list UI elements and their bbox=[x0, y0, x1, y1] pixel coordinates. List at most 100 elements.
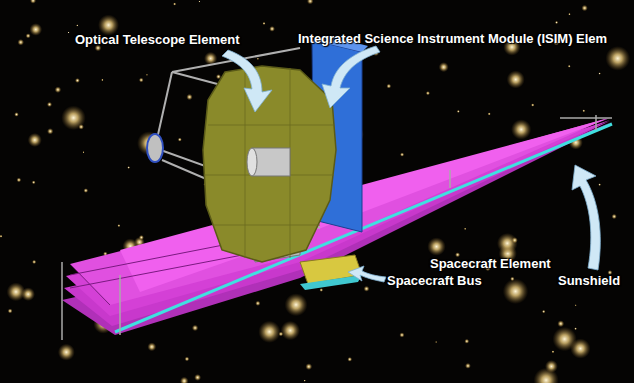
part-label: Optical Telescope Element bbox=[75, 32, 239, 47]
galaxy bbox=[21, 287, 35, 301]
galaxy bbox=[127, 166, 130, 169]
galaxy bbox=[488, 112, 491, 115]
galaxy bbox=[545, 360, 558, 373]
galaxy bbox=[574, 327, 577, 330]
galaxy bbox=[304, 379, 306, 381]
galaxy bbox=[269, 26, 275, 32]
galaxy bbox=[194, 374, 201, 381]
galaxy bbox=[186, 94, 192, 100]
mirror-segments bbox=[204, 68, 334, 258]
galaxy bbox=[605, 46, 630, 71]
galaxy bbox=[14, 112, 19, 117]
galaxy bbox=[598, 72, 601, 75]
galaxy bbox=[426, 91, 430, 95]
galaxy bbox=[598, 183, 601, 186]
galaxy bbox=[465, 363, 471, 369]
galaxy bbox=[47, 128, 53, 134]
galaxy bbox=[58, 344, 75, 361]
primary-mirror bbox=[203, 66, 336, 262]
part-label: Spacecraft Bus bbox=[387, 273, 482, 288]
secondary-mirror bbox=[147, 134, 163, 162]
galaxy bbox=[255, 301, 260, 306]
segment-line bbox=[208, 125, 334, 126]
galaxy bbox=[117, 224, 120, 227]
galaxy bbox=[178, 138, 182, 142]
galaxy bbox=[439, 62, 449, 72]
callout-arrow bbox=[572, 165, 600, 270]
galaxy bbox=[497, 233, 518, 254]
galaxy bbox=[28, 133, 42, 147]
segment-line bbox=[245, 68, 246, 258]
boom bbox=[61, 262, 63, 340]
galaxy bbox=[305, 363, 312, 370]
galaxy bbox=[262, 22, 265, 25]
galaxy bbox=[307, 0, 314, 4]
galaxy bbox=[386, 84, 391, 89]
part-label: Spacecraft Element bbox=[430, 256, 551, 271]
galaxy bbox=[32, 260, 36, 264]
galaxy bbox=[507, 70, 525, 88]
sunshield-top bbox=[120, 118, 610, 292]
galaxy bbox=[75, 78, 80, 83]
galaxy bbox=[581, 5, 588, 12]
galaxy bbox=[76, 24, 78, 26]
galaxy bbox=[83, 188, 88, 193]
galaxy bbox=[139, 235, 144, 240]
galaxy bbox=[47, 102, 52, 107]
galaxy bbox=[570, 338, 590, 358]
sunshield-pallet bbox=[115, 124, 612, 332]
callout-arrow bbox=[348, 266, 386, 282]
segment-line bbox=[212, 225, 320, 226]
galaxy bbox=[512, 237, 518, 243]
galaxy bbox=[531, 103, 535, 107]
galaxy bbox=[139, 78, 144, 83]
aft-optics bbox=[252, 148, 290, 176]
galaxy bbox=[78, 124, 84, 130]
aft-optics-end bbox=[247, 148, 257, 176]
galaxy bbox=[83, 151, 85, 153]
galaxy bbox=[435, 341, 437, 343]
galaxy bbox=[457, 110, 460, 113]
boom bbox=[449, 170, 451, 188]
part-label: Integrated Science Instrument Module (IS… bbox=[298, 31, 607, 46]
galaxy bbox=[503, 279, 528, 304]
galaxy bbox=[511, 119, 531, 139]
galaxy bbox=[146, 74, 148, 76]
galaxy bbox=[582, 109, 585, 112]
galaxy bbox=[26, 33, 31, 38]
galaxy bbox=[557, 320, 564, 327]
galaxy bbox=[364, 286, 370, 292]
galaxy bbox=[258, 321, 280, 343]
boom bbox=[119, 275, 121, 335]
galaxy bbox=[8, 308, 13, 313]
galaxy bbox=[399, 332, 404, 337]
galaxy bbox=[16, 178, 21, 183]
galaxy bbox=[0, 235, 3, 238]
bus-panel bbox=[300, 275, 362, 290]
galaxy bbox=[29, 23, 42, 36]
galaxy bbox=[68, 31, 70, 33]
galaxy bbox=[180, 377, 189, 383]
part-label: Sunshield bbox=[558, 273, 620, 288]
galaxy bbox=[61, 106, 86, 131]
galaxy bbox=[185, 357, 190, 362]
galaxy bbox=[568, 13, 571, 16]
galaxy bbox=[147, 342, 156, 351]
galaxy bbox=[55, 86, 62, 93]
galaxy bbox=[555, 21, 558, 24]
callout-arrow bbox=[322, 46, 380, 108]
galaxy bbox=[400, 152, 404, 156]
galaxy bbox=[427, 237, 445, 255]
galaxy bbox=[101, 79, 104, 82]
galaxy bbox=[319, 288, 323, 292]
galaxy bbox=[192, 325, 198, 331]
galaxy bbox=[568, 65, 571, 68]
callout-arrow bbox=[222, 50, 272, 112]
galaxy bbox=[257, 58, 259, 60]
galaxy bbox=[611, 214, 616, 219]
galaxy bbox=[575, 304, 577, 306]
galaxy bbox=[281, 321, 300, 340]
